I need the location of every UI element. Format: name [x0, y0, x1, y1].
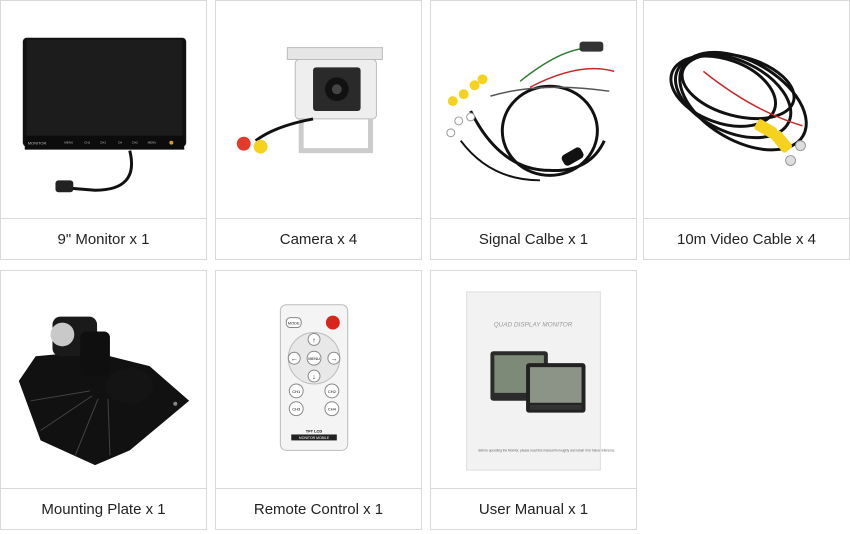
svg-text:↓: ↓ [312, 374, 315, 381]
caption-monitor: 9" Monitor x 1 [1, 218, 206, 259]
remote-mode-label: MODE [288, 321, 300, 326]
caption-camera: Camera x 4 [216, 218, 421, 259]
caption-mounting-plate: Mounting Plate x 1 [1, 488, 206, 529]
remote-ch2-label: CH2 [328, 389, 336, 394]
remote-brand-top: TFT LCD [306, 428, 323, 433]
product-card-remote-control: MODE ↑ ↓ ← → MENU CH1 CH2 CH3 CH4 TFT LC… [215, 270, 422, 530]
signal-cable-image [431, 1, 636, 220]
video-cable-image [644, 1, 849, 220]
monitor-button-1: MENU [64, 141, 73, 145]
caption-user-manual: User Manual x 1 [431, 488, 636, 529]
svg-text:↑: ↑ [312, 337, 315, 344]
monitor-button-5: CH3 [132, 141, 138, 145]
remote-brand-bottom: MONITOR MOBILE [299, 436, 330, 440]
remote-ch4-label: CH4 [328, 407, 337, 412]
manual-title: QUAD DISPLAY MONITOR [494, 322, 573, 329]
product-card-signal-cable: Signal Calbe x 1 [430, 0, 637, 260]
user-manual-image: QUAD DISPLAY MONITOR Before operating th… [431, 271, 636, 490]
remote-menu-label: MENU [308, 356, 320, 361]
camera-icon [236, 47, 383, 154]
product-card-camera: Camera x 4 [215, 0, 422, 260]
svg-text:→: → [330, 356, 337, 363]
caption-signal-cable: Signal Calbe x 1 [431, 218, 636, 259]
mounting-plate-icon [18, 316, 190, 466]
manual-footer: Before operating the Monitor, please rea… [479, 448, 616, 452]
monitor-button-4: CH [118, 141, 122, 145]
monitor-button-3: CH2 [100, 141, 106, 145]
remote-control-image: MODE ↑ ↓ ← → MENU CH1 CH2 CH3 CH4 TFT LC… [216, 271, 421, 490]
caption-remote-control: Remote Control x 1 [216, 488, 421, 529]
product-card-mounting-plate: Mounting Plate x 1 [0, 270, 207, 530]
product-card-monitor: MONITOR MENU CH1 CH2 CH CH3 MENU 9" Moni… [0, 0, 207, 260]
signal-cable-icon [446, 41, 615, 182]
svg-text:←: ← [291, 356, 298, 363]
monitor-button-2: CH1 [84, 141, 90, 145]
mounting-plate-image [1, 271, 206, 490]
monitor-button-6: MENU [148, 141, 157, 145]
video-cable-icon [669, 50, 808, 166]
remote-ch1-label: CH1 [292, 389, 300, 394]
user-manual-icon: QUAD DISPLAY MONITOR Before operating th… [466, 291, 616, 471]
product-card-video-cable: 10m Video Cable x 4 [643, 0, 850, 260]
product-card-user-manual: QUAD DISPLAY MONITOR Before operating th… [430, 270, 637, 530]
monitor-icon: MONITOR MENU CH1 CH2 CH CH3 MENU [22, 37, 187, 193]
camera-image [216, 1, 421, 220]
remote-ch3-label: CH3 [292, 407, 301, 412]
monitor-image: MONITOR MENU CH1 CH2 CH CH3 MENU [1, 1, 206, 220]
caption-video-cable: 10m Video Cable x 4 [644, 218, 849, 259]
remote-control-icon: MODE ↑ ↓ ← → MENU CH1 CH2 CH3 CH4 TFT LC… [279, 304, 349, 451]
monitor-brand-label: MONITOR [28, 141, 47, 146]
